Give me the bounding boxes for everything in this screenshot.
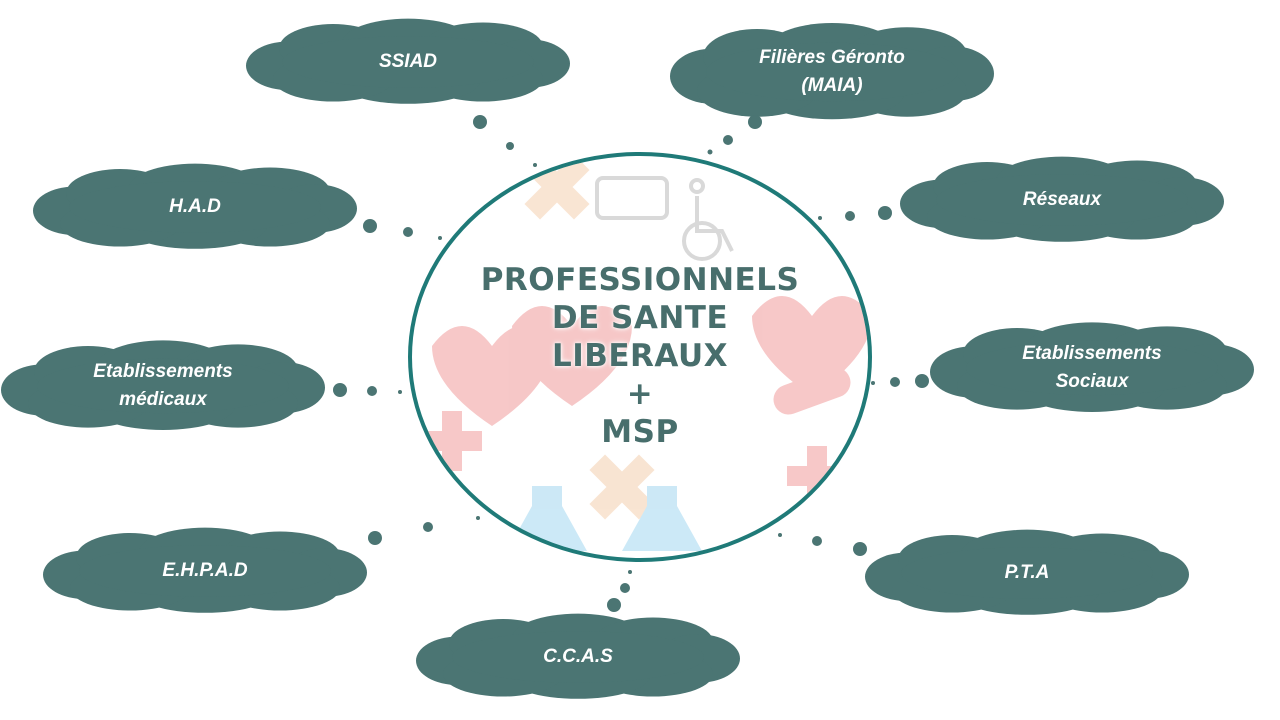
center-title: PROFESSIONNELS DE SANTE LIBERAUX + MSP [412, 261, 868, 451]
connector-dot [367, 386, 377, 396]
cloud-ccas [416, 613, 740, 699]
monitor-icon [595, 176, 669, 220]
cloud-label-ssiad: SSIAD [379, 48, 437, 76]
connector-dot [818, 216, 822, 220]
connector-dot [871, 381, 875, 385]
heart-icon [752, 296, 868, 396]
connector-dot [890, 377, 900, 387]
connector-dot [607, 598, 621, 612]
connector-dot [438, 236, 442, 240]
cloud-etab-sociaux [930, 322, 1254, 412]
connector-dot [403, 227, 413, 237]
cloud-label-line: Filières Géronto [759, 47, 905, 68]
cloud-etab-medicaux [1, 340, 325, 430]
cloud-label-had: H.A.D [169, 193, 221, 221]
bandage-icon [524, 156, 590, 220]
cloud-label-line: SSIAD [378, 51, 438, 72]
connector-dot [423, 522, 433, 532]
heart-icon [432, 326, 552, 426]
connector-dot [845, 211, 855, 221]
cloud-label-line: Sociaux [1055, 371, 1129, 392]
wheelchair-icon [682, 178, 734, 261]
connector-dot [628, 570, 632, 574]
cloud-label-line: médicaux [119, 389, 207, 410]
cross-icon [422, 411, 482, 471]
cloud-label-etab-medicaux: Etablissements médicaux [93, 358, 232, 414]
connector-dot [476, 516, 480, 520]
heart-icon [512, 306, 632, 406]
cloud-label-reseaux: Réseaux [1023, 186, 1101, 214]
connector-dot [853, 542, 867, 556]
center-title-line: + [626, 376, 654, 412]
connector-dot [723, 135, 733, 145]
flask-icon [507, 486, 702, 551]
center-title-line: MSP [601, 414, 679, 450]
cloud-pta [865, 529, 1189, 615]
cloud-label-pta: P.T.A [1005, 559, 1050, 587]
pill-icon [773, 367, 851, 415]
connector-dot [748, 115, 762, 129]
connector-dot [707, 149, 713, 155]
cross-icon [787, 446, 847, 506]
bandage-icon [589, 454, 655, 520]
connector-dot [363, 219, 377, 233]
connector-dot [778, 533, 782, 537]
center-title-line: DE SANTE [551, 300, 729, 336]
connector-dot [533, 163, 537, 167]
cloud-label-ehpad: E.H.P.A.D [162, 557, 247, 585]
center-title-line: LIBERAUX [551, 338, 729, 374]
cloud-ehpad [43, 527, 367, 613]
cloud-ssiad [246, 18, 570, 104]
connector-dot [473, 115, 487, 129]
cloud-label-line: Etablissements [93, 361, 233, 382]
center-title-line: PROFESSIONNELS [480, 262, 800, 298]
connector-dot [812, 536, 822, 546]
cloud-label-line: C.C.A.S [543, 646, 613, 667]
connector-dot [620, 583, 630, 593]
connector-dot [506, 142, 514, 150]
connector-dot [368, 531, 382, 545]
cloud-label-line: (MAIA) [801, 75, 863, 96]
central-circle: PROFESSIONNELS DE SANTE LIBERAUX + MSP [408, 152, 872, 562]
connector-dot [333, 383, 347, 397]
cloud-label-line: P.T.A [1004, 562, 1050, 583]
cloud-had [33, 163, 357, 249]
connector-dot [915, 374, 929, 388]
cloud-label-line: H.A.D [169, 196, 221, 217]
cloud-label-line: E.H.P.A.D [162, 560, 248, 581]
cloud-label-line: Etablissements [1022, 343, 1162, 364]
connector-dot [398, 390, 402, 394]
cloud-label-line: Réseaux [1022, 189, 1102, 210]
medical-icons-background [422, 156, 868, 551]
cloud-reseaux [900, 156, 1224, 242]
connector-dot [878, 206, 892, 220]
cloud-label-ccas: C.C.A.S [543, 643, 613, 671]
cloud-filieres [670, 22, 994, 120]
cloud-label-filieres: Filières Géronto (MAIA) [759, 44, 905, 100]
